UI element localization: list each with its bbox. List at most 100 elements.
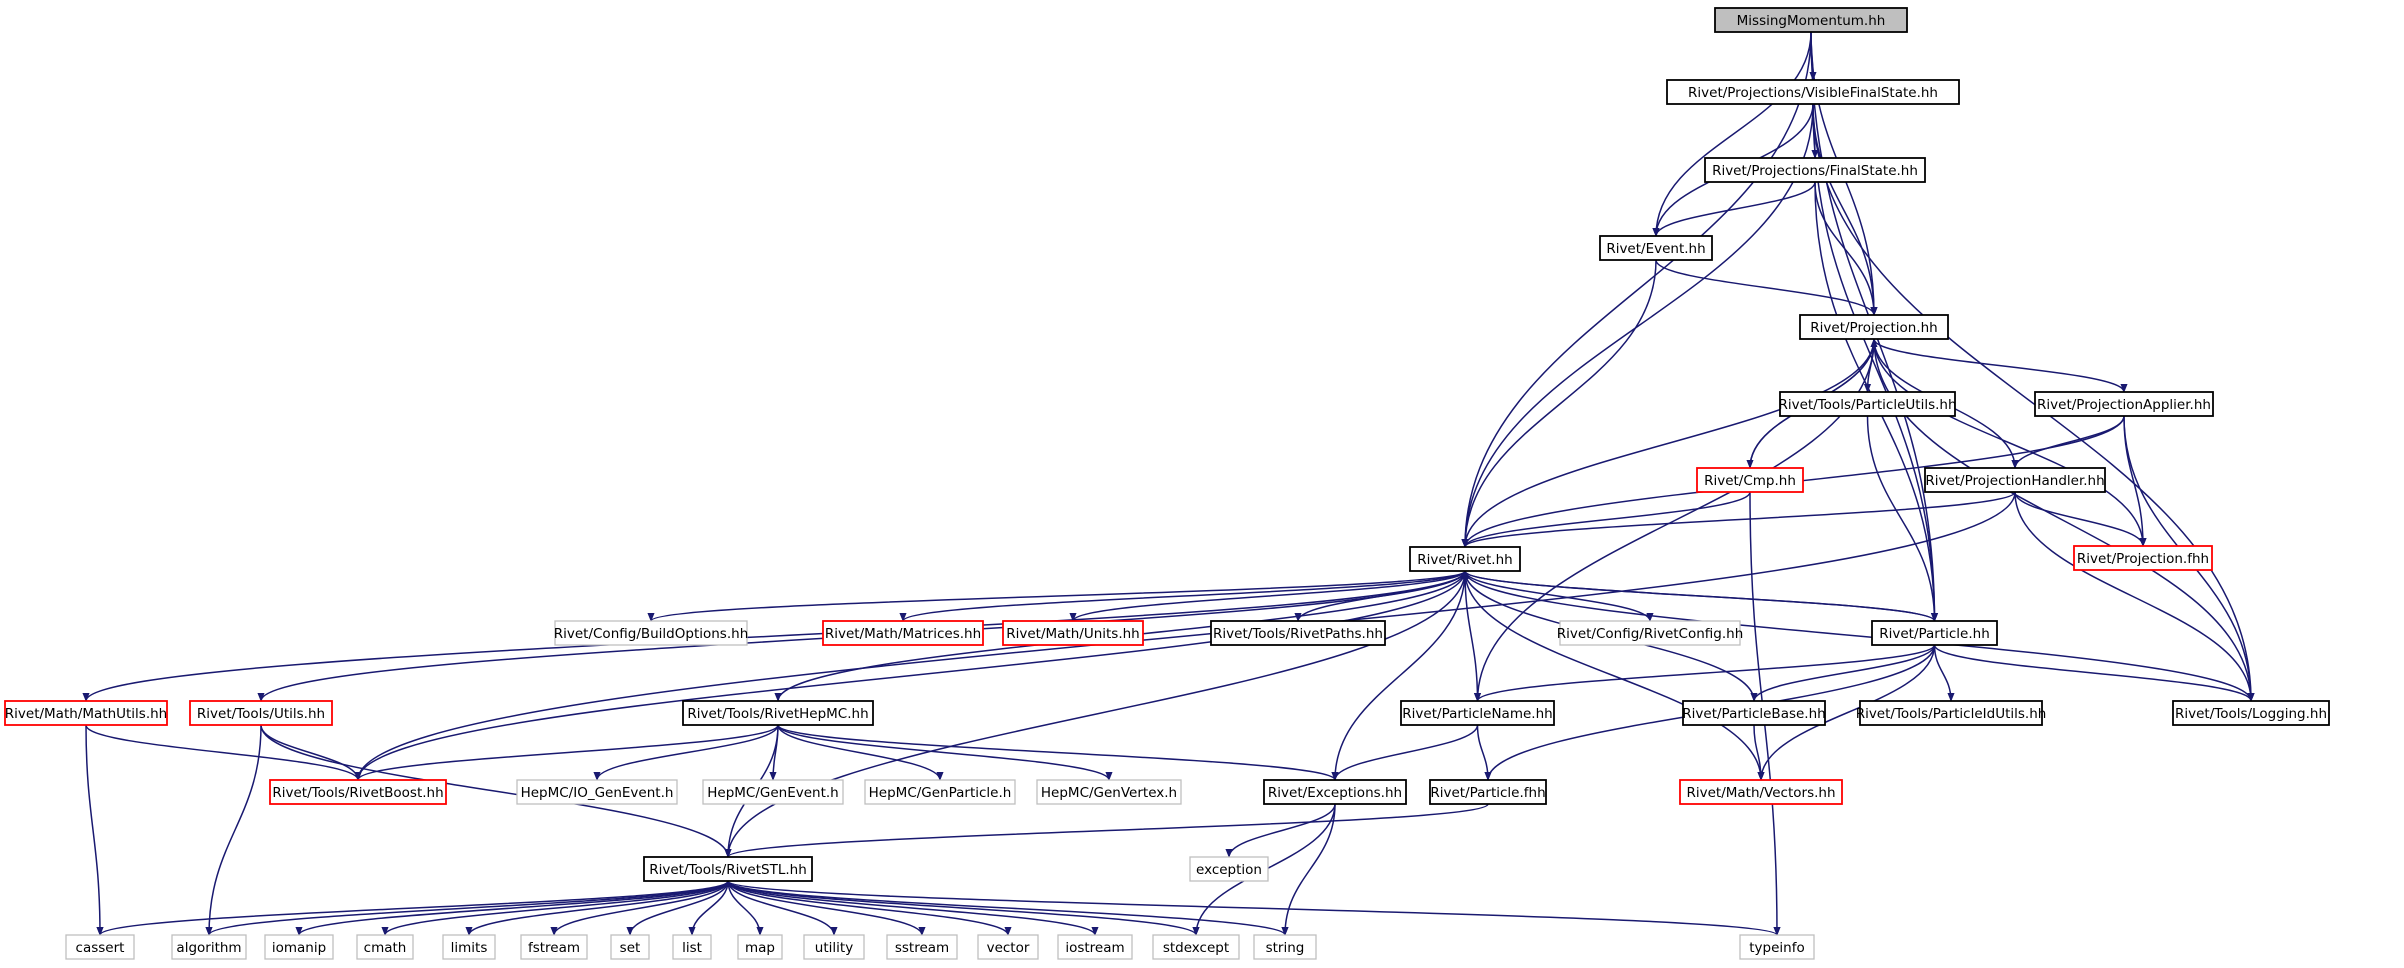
node-putils[interactable]: Rivet/Tools/ParticleUtils.hh: [1778, 391, 1957, 417]
node-label-utility: utility: [815, 940, 853, 956]
node-label-list: list: [682, 940, 702, 956]
edge-particle-to-pbase: [1750, 644, 1936, 702]
node-pfhh[interactable]: Rivet/Particle.fhh: [1429, 779, 1547, 805]
node-label-genevent: HepMC/GenEvent.h: [707, 785, 839, 801]
edge-logging-to-rivet: [1461, 570, 2252, 702]
node-papplier[interactable]: Rivet/ProjectionApplier.hh: [2034, 391, 2214, 417]
node-typeinfo: typeinfo: [1739, 934, 1815, 960]
node-box-pbase: [1682, 700, 1826, 726]
node-pbase[interactable]: Rivet/ParticleBase.hh: [1682, 700, 1826, 726]
node-label-exceptions: Rivet/Exceptions.hh: [1268, 785, 1402, 801]
node-label-papplier: Rivet/ProjectionApplier.hh: [2037, 397, 2211, 413]
edge-stl-to-iostream: [727, 880, 1099, 936]
node-box-cassert: [65, 934, 135, 960]
node-rivetconfig: Rivet/Config/RivetConfig.hh: [1557, 620, 1744, 646]
node-box-cmp: [1696, 467, 1804, 493]
edge-utils-to-stl: [260, 724, 732, 858]
node-label-root: MissingMomentum.hh: [1737, 13, 1886, 29]
edge-stl-to-list: [688, 880, 729, 936]
edge-stl-to-typeinfo: [727, 880, 1781, 936]
node-proj[interactable]: Rivet/Projection.hh: [1799, 314, 1949, 340]
node-logging[interactable]: Rivet/Tools/Logging.hh: [2172, 700, 2330, 726]
edge-stl-to-cmath: [381, 880, 729, 936]
node-box-vectors: [1679, 779, 1843, 805]
node-rivet[interactable]: Rivet/Rivet.hh: [1409, 546, 1521, 572]
node-stl[interactable]: Rivet/Tools/RivetSTL.hh: [643, 856, 813, 882]
edge-phandler-to-projfhh: [2014, 491, 2147, 547]
node-event[interactable]: Rivet/Event.hh: [1599, 235, 1713, 261]
node-box-fstream: [520, 934, 588, 960]
node-rivetpaths[interactable]: Rivet/Tools/RivetPaths.hh: [1210, 620, 1386, 646]
node-fs[interactable]: Rivet/Projections/FinalState.hh: [1704, 157, 1926, 183]
node-hepmc[interactable]: Rivet/Tools/RivetHepMC.hh: [682, 700, 874, 726]
edge-proj-to-papplier: [1873, 338, 2128, 393]
edge-hepmc-to-boost: [354, 724, 779, 781]
edge-stl-to-map: [727, 880, 764, 936]
edge-rivet-to-boost: [354, 570, 1466, 781]
node-box-stl: [643, 856, 813, 882]
node-phandler[interactable]: Rivet/ProjectionHandler.hh: [1924, 467, 2106, 493]
node-sstream: sstream: [886, 934, 958, 960]
edge-pbase-to-vectors: [1753, 724, 1765, 781]
node-cmp[interactable]: Rivet/Cmp.hh: [1696, 467, 1804, 493]
edge-fs-to-event: [1652, 181, 1816, 237]
node-label-cmath: cmath: [364, 940, 407, 956]
node-particle[interactable]: Rivet/Particle.hh: [1871, 620, 1998, 646]
edge-hepmc-to-exceptions: [777, 724, 1339, 781]
node-algorithm: algorithm: [171, 934, 247, 960]
node-label-typeinfo: typeinfo: [1749, 940, 1804, 956]
edge-stl-to-stdexcept: [727, 880, 1200, 936]
node-box-putils: [1779, 391, 1956, 417]
edge-pfhh-to-stl: [724, 803, 1489, 858]
node-box-mathutils: [4, 700, 168, 726]
node-pname[interactable]: Rivet/ParticleName.hh: [1400, 700, 1555, 726]
node-box-units: [1002, 620, 1144, 646]
node-label-iostream: iostream: [1065, 940, 1124, 956]
edge-vfs-to-logging: [1812, 103, 2255, 702]
node-units[interactable]: Rivet/Math/Units.hh: [1002, 620, 1144, 646]
node-boost[interactable]: Rivet/Tools/RivetBoost.hh: [269, 779, 447, 805]
edge-stl-to-cassert: [96, 880, 729, 936]
node-exceptions[interactable]: Rivet/Exceptions.hh: [1263, 779, 1407, 805]
node-stdexcept: stdexcept: [1152, 934, 1240, 960]
edge-fs-to-proj: [1814, 181, 1878, 316]
node-box-genparticle: [864, 779, 1016, 805]
node-box-exceptions: [1263, 779, 1407, 805]
edge-stl-to-sstream: [727, 880, 926, 936]
node-label-rivetpaths: Rivet/Tools/RivetPaths.hh: [1213, 626, 1383, 642]
node-map: map: [737, 934, 783, 960]
node-box-papplier: [2034, 391, 2214, 417]
node-label-units: Rivet/Math/Units.hh: [1006, 626, 1140, 642]
node-utils[interactable]: Rivet/Tools/Utils.hh: [189, 700, 333, 726]
node-box-iostream: [1057, 934, 1133, 960]
node-label-boost: Rivet/Tools/RivetBoost.hh: [272, 785, 443, 801]
node-label-iogenevent: HepMC/IO_GenEvent.h: [521, 785, 674, 801]
edge-rivet-to-units: [1069, 570, 1466, 622]
edge-hepmc-to-genparticle: [777, 724, 944, 781]
node-vfs[interactable]: Rivet/Projections/VisibleFinalState.hh: [1666, 79, 1960, 105]
node-vectors[interactable]: Rivet/Math/Vectors.hh: [1679, 779, 1843, 805]
node-box-event: [1599, 235, 1713, 261]
node-box-proj: [1799, 314, 1949, 340]
node-box-rivet: [1409, 546, 1521, 572]
node-label-buildopts: Rivet/Config/BuildOptions.hh: [554, 626, 749, 642]
node-matrices[interactable]: Rivet/Math/Matrices.hh: [822, 620, 984, 646]
node-label-pidutils: Rivet/Tools/ParticleIdUtils.hh: [1856, 706, 2047, 722]
node-label-iomanip: iomanip: [272, 940, 326, 956]
node-exception: exception: [1189, 856, 1269, 882]
edge-stl-to-fstream: [550, 880, 729, 936]
node-projfhh[interactable]: Rivet/Projection.fhh: [2073, 545, 2213, 571]
edge-stl-to-utility: [727, 880, 838, 936]
node-label-sstream: sstream: [895, 940, 949, 956]
node-label-fs: Rivet/Projections/FinalState.hh: [1712, 163, 1918, 179]
edge-root-to-rivet: [1461, 31, 1812, 548]
edge-mathutils-to-cassert: [85, 724, 104, 936]
node-label-rivetconfig: Rivet/Config/RivetConfig.hh: [1557, 626, 1744, 642]
node-pidutils[interactable]: Rivet/Tools/ParticleIdUtils.hh: [1856, 700, 2047, 726]
node-mathutils[interactable]: Rivet/Math/MathUtils.hh: [4, 700, 168, 726]
node-root[interactable]: MissingMomentum.hh: [1714, 7, 1908, 33]
node-box-vfs: [1666, 79, 1960, 105]
node-label-matrices: Rivet/Math/Matrices.hh: [825, 626, 981, 642]
node-buildopts: Rivet/Config/BuildOptions.hh: [554, 620, 749, 646]
